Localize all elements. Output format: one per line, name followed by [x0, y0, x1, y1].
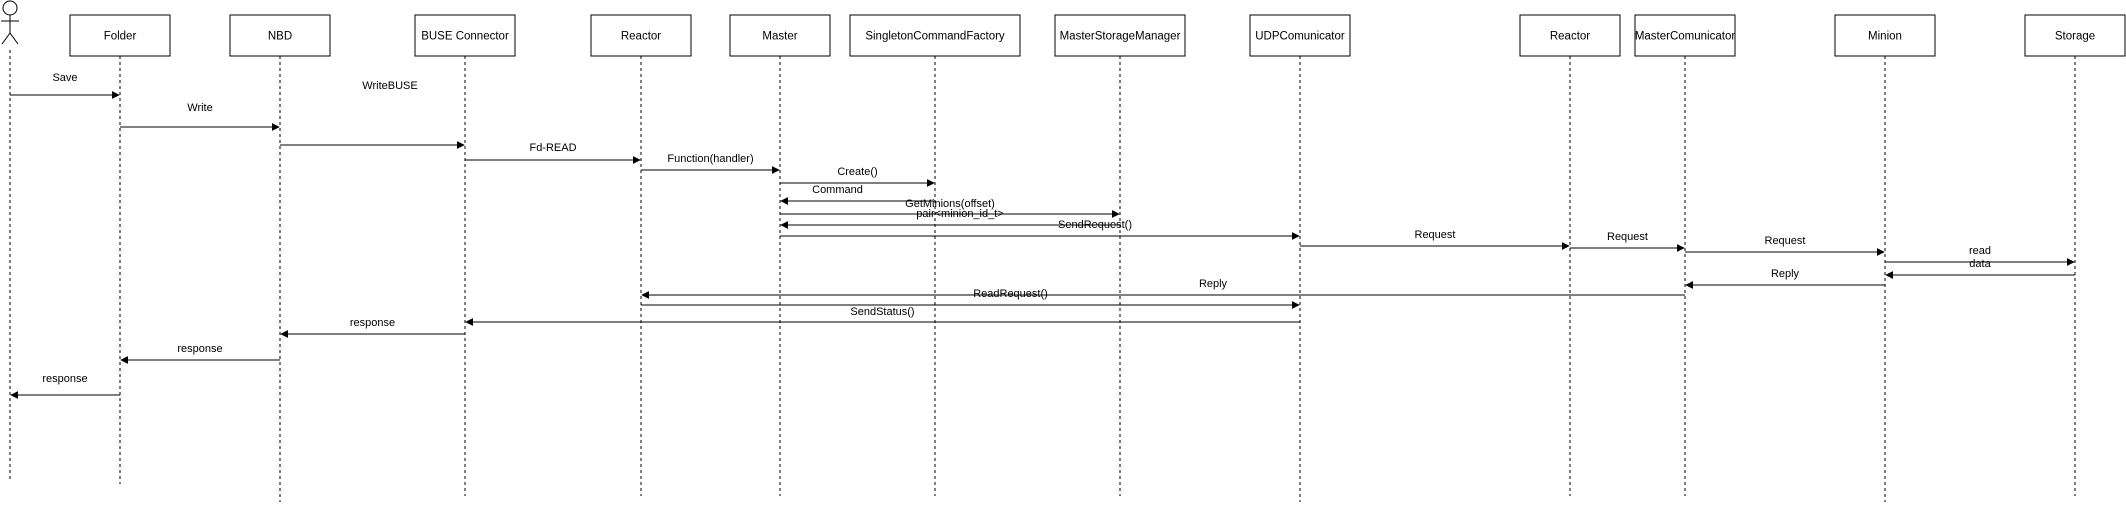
message-label-14: data: [1969, 258, 1991, 270]
message-label-9: SendRequest(): [1058, 219, 1132, 231]
lifelines: [9, 50, 2076, 502]
message-label-12: Request: [1765, 235, 1806, 247]
participant-label-folder: Folder: [104, 31, 137, 43]
message-label-15: Reply: [1771, 268, 1800, 280]
participant-label-udp: UDPComunicator: [1255, 31, 1345, 43]
participant-label-storage: Storage: [2055, 31, 2095, 43]
participant-box-folder: [69, 14, 171, 57]
message-label-11: Request: [1607, 231, 1648, 243]
participant-label-reactor2: Reactor: [1550, 31, 1590, 43]
message-label-21: response: [42, 373, 87, 385]
participant-box-buse: [414, 14, 516, 57]
participant-box-reactor2: [1519, 14, 1621, 57]
participant-label-mcomm: MasterComunicator: [1635, 31, 1736, 43]
message-label-7: GetMinions(offset): [905, 198, 995, 210]
participant-box-udp: [1249, 14, 1351, 57]
participant-boxes: Folder NBD BUSE Connector Reactor Master Sing…: [69, 14, 2126, 57]
participant-box-reactor1: [590, 14, 692, 57]
participant-label-minion: Minion: [1868, 31, 1902, 43]
message-label-18: SendStatus(): [850, 306, 914, 318]
participant-box-minion: [1834, 14, 1936, 57]
participant-label-msm: MasterStorageManager: [1060, 31, 1181, 43]
message-label-6: Command: [812, 184, 863, 196]
participant-box-storage: [2024, 14, 2126, 57]
participant-box-mcomm: [1634, 14, 1736, 57]
message-label-16: Reply: [1199, 278, 1228, 290]
message-label-4: Function(handler): [667, 153, 753, 165]
message-label-5: Create(): [837, 166, 877, 178]
free-label-writebuse: WriteBUSE: [362, 80, 417, 92]
actor-right-leg: [9, 32, 19, 45]
free-labels: WriteBUSE: [362, 80, 417, 92]
message-label-19: response: [350, 317, 395, 329]
participant-box-factory: [849, 14, 1021, 57]
actor-head: [2, 0, 18, 16]
message-label-8: pair<minion_id_t>: [916, 208, 1003, 220]
actor-left-leg: [1, 32, 11, 45]
message-label-10: Request: [1415, 229, 1456, 241]
participant-label-master: Master: [762, 31, 797, 43]
message-label-13: read: [1969, 245, 1991, 257]
participant-box-nbd: [229, 14, 331, 57]
message-label-20: response: [177, 343, 222, 355]
participant-box-msm: [1054, 14, 1186, 57]
message-label-17: ReadRequest(): [973, 288, 1048, 300]
participant-label-factory: SingletonCommandFactory: [865, 31, 1005, 43]
participant-label-reactor1: Reactor: [621, 31, 661, 43]
participant-box-master: [729, 14, 831, 57]
message-label-0: Save: [52, 72, 77, 84]
message-label-1: Write: [187, 102, 212, 114]
message-label-3: Fd-READ: [529, 142, 576, 154]
participant-label-buse: BUSE Connector: [421, 31, 509, 43]
actor-figure: [1, 0, 19, 45]
participant-label-nbd: NBD: [268, 31, 292, 43]
